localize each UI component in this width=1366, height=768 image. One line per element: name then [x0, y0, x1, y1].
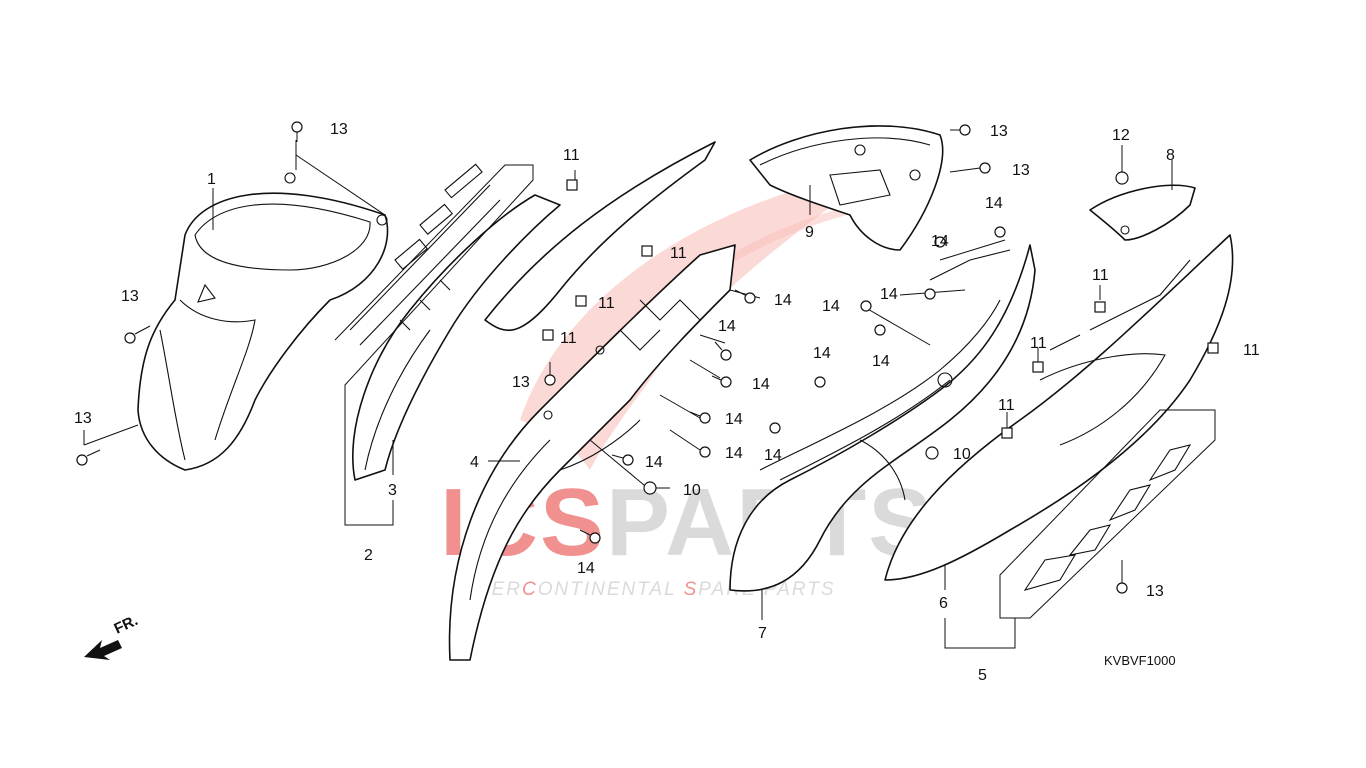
- callout-14f: 14: [645, 454, 663, 471]
- callout-11e: 11: [1092, 267, 1109, 284]
- leader-lines: [83, 140, 1173, 620]
- fasteners: [76, 121, 1219, 594]
- callout-2: 2: [364, 547, 373, 564]
- screw-icon: [769, 422, 781, 434]
- clip-nut-icon: [542, 329, 554, 341]
- callout-11b: 11: [670, 245, 687, 262]
- part-4-body-cover-left: [448, 141, 736, 661]
- clip-nut-icon: [566, 179, 578, 191]
- callout-9: 9: [805, 224, 814, 241]
- callout-10a: 10: [683, 482, 701, 499]
- screw-icon: [291, 121, 303, 142]
- screw-icon: [814, 376, 826, 388]
- clip-nut-icon: [1094, 301, 1106, 313]
- callout-11c: 11: [598, 295, 615, 312]
- callout-8: 8: [1166, 147, 1175, 164]
- part-5-emblem-set: [944, 409, 1216, 649]
- callout-14g: 14: [577, 560, 595, 577]
- watermark-tagline-red: C: [522, 579, 538, 600]
- clip-nut-icon: [1207, 342, 1219, 354]
- callout-14h: 14: [985, 195, 1003, 212]
- callout-1: 1: [207, 171, 216, 188]
- callout-7: 7: [758, 625, 767, 642]
- callout-14l: 14: [872, 353, 890, 370]
- screw-icon: [994, 226, 1006, 238]
- callout-10b: 10: [953, 446, 971, 463]
- callout-13e: 13: [990, 123, 1008, 140]
- bolt-icon: [1115, 171, 1129, 185]
- callout-13d: 13: [512, 374, 530, 391]
- screw-icon: [711, 375, 732, 388]
- callout-14k: 14: [822, 298, 840, 315]
- callout-13c: 13: [74, 410, 92, 427]
- part-9-grab-rail: [749, 125, 944, 251]
- callout-11h: 11: [1243, 342, 1260, 359]
- clip-nut-icon: [1032, 361, 1044, 373]
- part-7-body-cover: [729, 244, 1036, 592]
- callout-14a: 14: [774, 292, 792, 309]
- screw-icon: [124, 325, 151, 344]
- clip-nut-icon: [641, 245, 653, 257]
- screw-icon: [950, 124, 971, 136]
- callout-13a: 13: [330, 121, 348, 138]
- callout-5: 5: [978, 667, 987, 684]
- clip-nut-icon: [1001, 427, 1013, 439]
- screw-icon: [579, 529, 601, 544]
- screw-icon: [699, 446, 711, 458]
- screw-icon: [934, 236, 946, 248]
- callout-14b: 14: [718, 318, 736, 335]
- callout-13g: 13: [1146, 583, 1164, 600]
- screw-icon: [611, 454, 634, 466]
- front-arrow: FR.: [84, 612, 141, 660]
- callout-labels: 1 2 3 4 5 6 7 8 9 10 10 12 11 11 11 11 1…: [74, 121, 1260, 684]
- part-1-inner-cover: [137, 172, 389, 471]
- callout-14m: 14: [813, 345, 831, 362]
- part-3-moulding: [351, 194, 561, 481]
- callout-14i: 14: [931, 233, 949, 250]
- callout-13b: 13: [121, 288, 139, 305]
- screw-icon: [924, 288, 936, 300]
- screw-icon: [860, 300, 872, 312]
- callout-6: 6: [939, 595, 948, 612]
- callout-11g: 11: [998, 397, 1015, 414]
- callout-11f: 11: [1030, 335, 1047, 352]
- watermark-tagline-part2: ONTINENTAL: [538, 579, 684, 600]
- screw-icon: [1116, 570, 1128, 594]
- watermark-tagline: INTERCONTINENTAL SPARE PARTS: [455, 579, 836, 600]
- callout-4: 4: [470, 454, 479, 471]
- callout-14n: 14: [764, 447, 782, 464]
- part-6-side-cover: [884, 234, 1234, 581]
- screw-icon: [714, 341, 732, 361]
- part-8-cap: [1089, 184, 1196, 241]
- screw-icon: [734, 289, 756, 304]
- screw-icon: [544, 362, 556, 386]
- screw-icon: [76, 449, 101, 466]
- callout-11d: 11: [560, 330, 577, 347]
- clip-nut-icon: [575, 295, 587, 307]
- screw-icon: [874, 324, 886, 336]
- callout-14j: 14: [880, 286, 898, 303]
- callout-14d: 14: [725, 411, 743, 428]
- callout-13f: 13: [1012, 162, 1030, 179]
- front-arrow-icon: [84, 640, 122, 660]
- callout-12: 12: [1112, 127, 1130, 144]
- callout-3: 3: [388, 482, 397, 499]
- watermark-tagline-red2: S: [684, 579, 699, 600]
- front-arrow-label: FR.: [112, 612, 141, 638]
- screw-icon: [689, 411, 711, 424]
- bolt-icon: [925, 446, 939, 460]
- diagram-code: KVBVF1000: [1104, 653, 1176, 668]
- callout-11a: 11: [563, 147, 580, 164]
- callout-14e: 14: [725, 445, 743, 462]
- bolt-icon: [643, 481, 657, 495]
- part-2-emblem-set: [334, 163, 534, 526]
- screw-icon: [949, 162, 991, 174]
- callout-14c: 14: [752, 376, 770, 393]
